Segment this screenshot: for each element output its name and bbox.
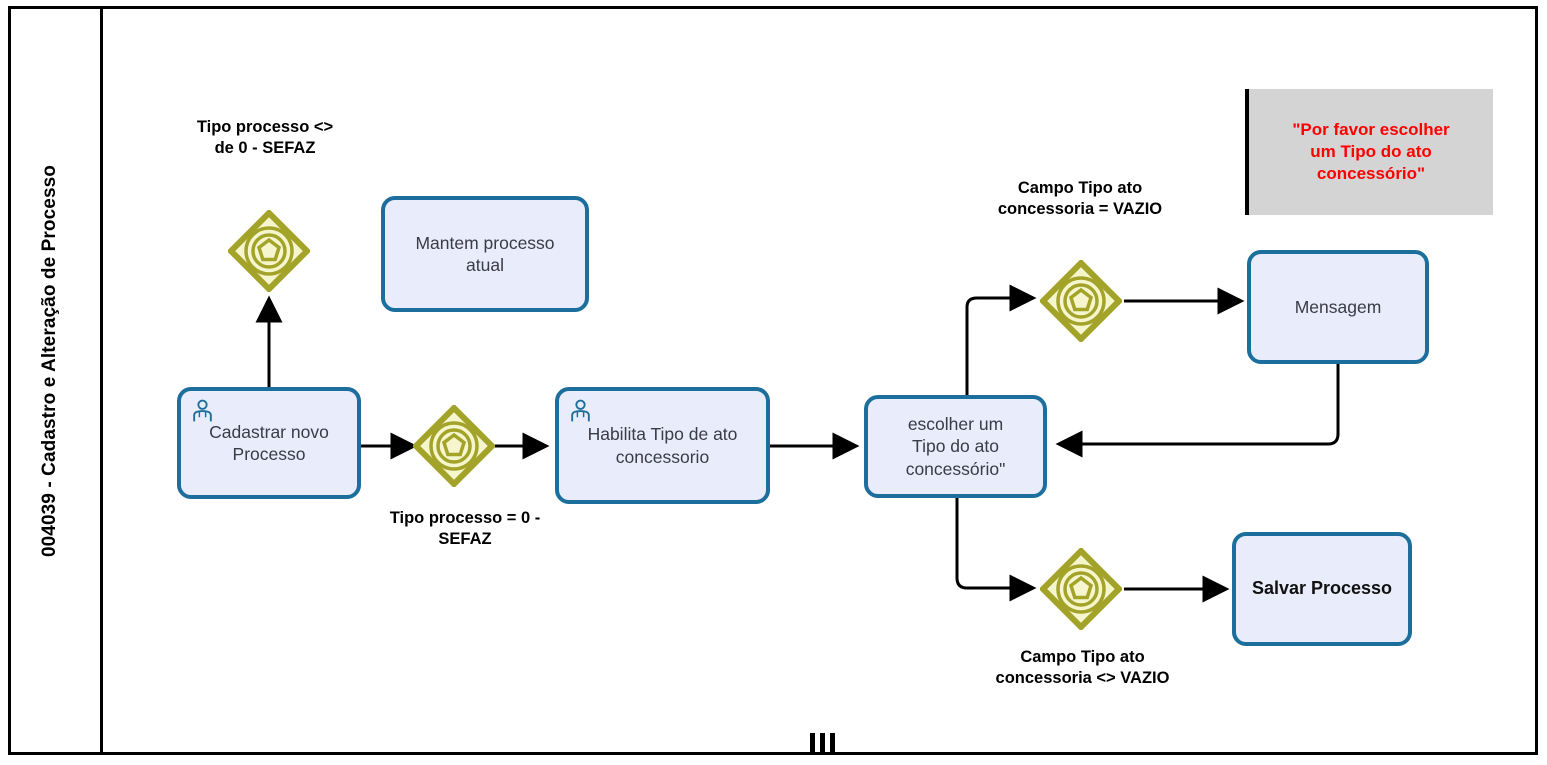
- task-label: escolher um Tipo do ato concessório": [905, 413, 1006, 479]
- bottom-marker: [810, 733, 835, 755]
- complex-gateway-icon: [1038, 546, 1124, 632]
- task-habilita-tipo-de-ato-concessorio[interactable]: Habilita Tipo de ato concessorio: [555, 387, 770, 504]
- task-label: Mensagem: [1294, 296, 1382, 317]
- complex-gateway-icon: [411, 403, 497, 489]
- bottom-marker-bar: [810, 733, 815, 755]
- gateway-tipo-processo-sefaz[interactable]: [411, 403, 497, 489]
- condition-label-campo-vazio: Campo Tipo ato concessoria = VAZIO: [997, 179, 1163, 218]
- task-cadastrar-novo-processo[interactable]: Cadastrar novo Processo: [177, 387, 361, 499]
- task-label: Cadastrar novo Processo: [209, 421, 329, 464]
- condition-label-campo-nao-vazio: Campo Tipo ato concessoria <> VAZIO: [995, 648, 1170, 687]
- task-label: Habilita Tipo de ato concessorio: [587, 424, 738, 467]
- condition-label-tipo-processo-igual-0: Tipo processo = 0 - SEFAZ: [389, 509, 541, 548]
- bottom-marker-bar: [820, 733, 825, 755]
- gateway-tipo-processo-nao-sefaz[interactable]: [226, 208, 312, 294]
- lane-divider: [100, 6, 103, 755]
- complex-gateway-icon: [226, 208, 312, 294]
- lane-title: 004039 - Cadastro e Alteração de Process…: [39, 164, 60, 558]
- task-mantem-processo-atual[interactable]: Mantem processo atual: [381, 196, 589, 312]
- complex-gateway-icon: [1038, 258, 1124, 344]
- task-mensagem[interactable]: Mensagem: [1247, 250, 1429, 364]
- condition-label-tipo-processo-diferente-0: Tipo processo <> de 0 - SEFAZ: [196, 118, 334, 157]
- task-escolher-um-tipo-do-ato-concessorio[interactable]: escolher um Tipo do ato concessório": [864, 395, 1047, 498]
- person-icon: [193, 399, 212, 422]
- task-salvar-processo[interactable]: Salvar Processo: [1232, 532, 1412, 646]
- task-label: Mantem processo atual: [415, 232, 555, 275]
- task-label: Salvar Processo: [1251, 578, 1393, 599]
- annotation-mensagem: "Por favor escolher um Tipo do ato conce…: [1245, 89, 1493, 215]
- gateway-campo-vazio[interactable]: [1038, 258, 1124, 344]
- gateway-campo-nao-vazio[interactable]: [1038, 546, 1124, 632]
- person-icon: [571, 399, 590, 422]
- bottom-marker-bar: [830, 733, 835, 755]
